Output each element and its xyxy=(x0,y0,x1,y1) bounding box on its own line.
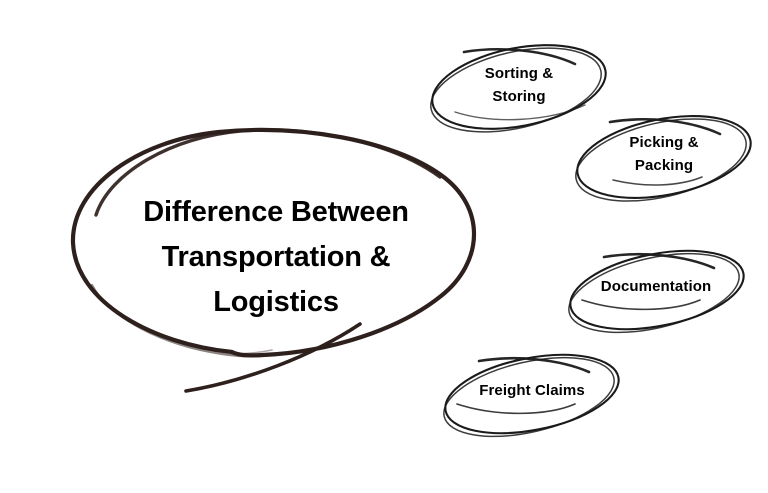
main-bubble-shape xyxy=(70,127,476,393)
node-shape-documentation xyxy=(568,249,745,334)
main-bubble-tail xyxy=(184,322,362,393)
node-shape-freight-claims xyxy=(443,353,620,438)
main-bubble-tail-wisp xyxy=(231,349,273,355)
main-bubble-top-retrace xyxy=(94,128,442,217)
main-bubble-outline xyxy=(70,127,476,358)
node-shape-picking-packing xyxy=(575,115,752,202)
main-bubble-lower-retrace xyxy=(90,283,270,358)
node-shape-sorting-storing xyxy=(430,44,607,133)
